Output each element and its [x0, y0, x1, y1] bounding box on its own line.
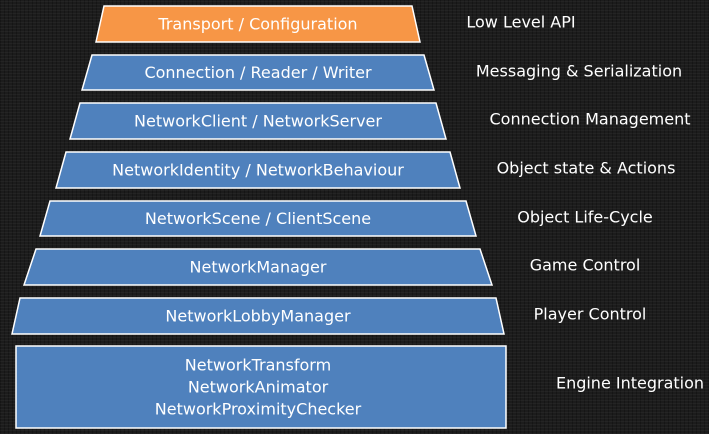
layer-components-description: Engine Integration — [556, 374, 704, 393]
layer-client-server-label: NetworkClient / NetworkServer — [134, 112, 382, 131]
layer-identity-description: Object state & Actions — [497, 159, 676, 178]
layer-components-label: NetworkAnimator — [188, 378, 329, 397]
layer-identity-label: NetworkIdentity / NetworkBehaviour — [112, 161, 404, 180]
layer-components: NetworkTransformNetworkAnimatorNetworkPr… — [15, 345, 704, 429]
layer-lobby-label: NetworkLobbyManager — [165, 307, 351, 326]
layer-client-server-shape — [69, 102, 447, 140]
layer-lobby-shape — [11, 297, 505, 335]
layer-lobby-description: Player Control — [534, 305, 647, 324]
layer-scene-shape — [39, 200, 477, 237]
layer-connection-description: Messaging & Serialization — [476, 62, 682, 81]
layer-client-server: NetworkClient / NetworkServer Connection … — [69, 102, 691, 140]
layer-identity-shape — [55, 151, 461, 189]
layer-components-shape — [15, 345, 507, 429]
layer-transport: Transport / Configuration Low Level API — [95, 5, 576, 43]
layer-transport-description: Low Level API — [466, 13, 575, 32]
layer-connection-label: Connection / Reader / Writer — [144, 63, 372, 82]
layer-identity: NetworkIdentity / NetworkBehaviour Object… — [55, 151, 676, 189]
layer-manager-shape — [22, 248, 494, 286]
layer-transport-shape — [95, 5, 421, 43]
layer-components-label: NetworkProximityChecker — [155, 400, 362, 419]
layer-manager: NetworkManager Game Control — [22, 248, 641, 286]
layer-connection: Connection / Reader / Writer Messaging & … — [81, 54, 682, 91]
layer-scene-description: Object Life-Cycle — [517, 208, 653, 227]
layer-components-label: NetworkTransform — [185, 356, 331, 375]
layer-scene: NetworkScene / ClientScene Object Life-Cy… — [39, 200, 653, 237]
layer-manager-description: Game Control — [530, 256, 641, 275]
layer-transport-label: Transport / Configuration — [157, 15, 357, 34]
layer-manager-label: NetworkManager — [190, 258, 327, 277]
layer-client-server-description: Connection Management — [489, 110, 690, 129]
layer-connection-shape — [81, 54, 435, 91]
layer-lobby: NetworkLobbyManager Player Control — [11, 297, 647, 335]
layer-scene-label: NetworkScene / ClientScene — [145, 209, 371, 228]
